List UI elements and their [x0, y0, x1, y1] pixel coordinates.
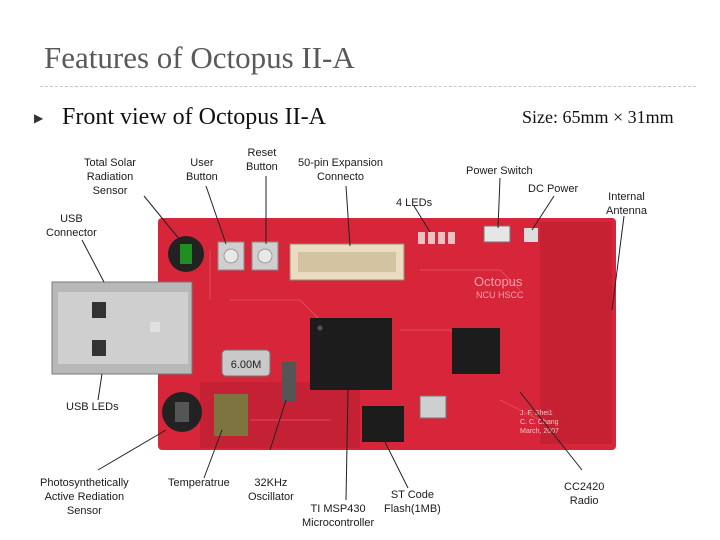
bullet-icon: ▶	[34, 111, 44, 125]
slide-title: Features of Octopus II-A	[44, 40, 355, 75]
callout-mcu: TI MSP430 Microcontroller	[302, 503, 375, 529]
callout-par-sensor: Photosynthetically Active Rediation Sens…	[40, 477, 129, 517]
callout-usb-leds: USB LEDs	[66, 401, 119, 413]
callout-power-switch: Power Switch	[466, 165, 533, 177]
board-brand: Octopus	[474, 274, 523, 289]
callout-radio: CC2420 Radio	[564, 481, 605, 507]
temp-sensor	[214, 394, 248, 436]
flash-chip	[362, 406, 404, 442]
antenna-area	[540, 222, 612, 444]
power-switch-shape	[483, 225, 511, 243]
leader-lines	[81, 176, 625, 501]
callout-usb-connector: USB Connector	[46, 213, 97, 239]
crystal	[221, 349, 271, 377]
callout-user-button: User Button	[186, 157, 218, 183]
title-rule	[40, 86, 696, 87]
callout-temperature: Temperatrue	[168, 477, 230, 489]
sign-line-2: C. C. Chang	[520, 419, 559, 426]
bullet-text: Front view of Octopus II-A	[62, 104, 326, 130]
callout-oscillator: 32KHz Oscillator	[248, 477, 294, 503]
sign-line-3: March, 2007	[520, 428, 559, 435]
board-model: NCU HSCC	[476, 290, 524, 300]
callout-reset-button: Reset Button	[246, 147, 278, 173]
callout-solar-sensor: Total Solar Radiation Sensor	[84, 157, 136, 197]
callout-antenna: Internal Antenna	[606, 191, 647, 217]
radio-chip	[452, 328, 500, 374]
crystal-text: 6.00M	[231, 359, 262, 371]
callout-expansion: 50-pin Expansion Connecto	[298, 157, 384, 183]
mcu-chip	[310, 318, 392, 390]
callout-dc-power: DC Power	[528, 183, 579, 195]
callout-leds: 4 LEDs	[396, 197, 433, 209]
sign-line-1: J. F. Shei1	[520, 410, 553, 417]
board-figure: 6.00M Octopus NCU HSCC J. F. Shei1 C. C.…	[0, 140, 720, 540]
size-text: Size: 65mm × 31mm	[522, 107, 674, 127]
pcb-traces	[209, 250, 541, 421]
dc-power-shape	[524, 228, 538, 242]
board-illustration: 6.00M Octopus NCU HSCC J. F. Shei1 C. C.…	[51, 176, 625, 501]
oscillator-shape	[282, 362, 296, 402]
callout-flash: ST Code Flash(1MB)	[384, 489, 441, 515]
leds-group	[418, 232, 455, 244]
